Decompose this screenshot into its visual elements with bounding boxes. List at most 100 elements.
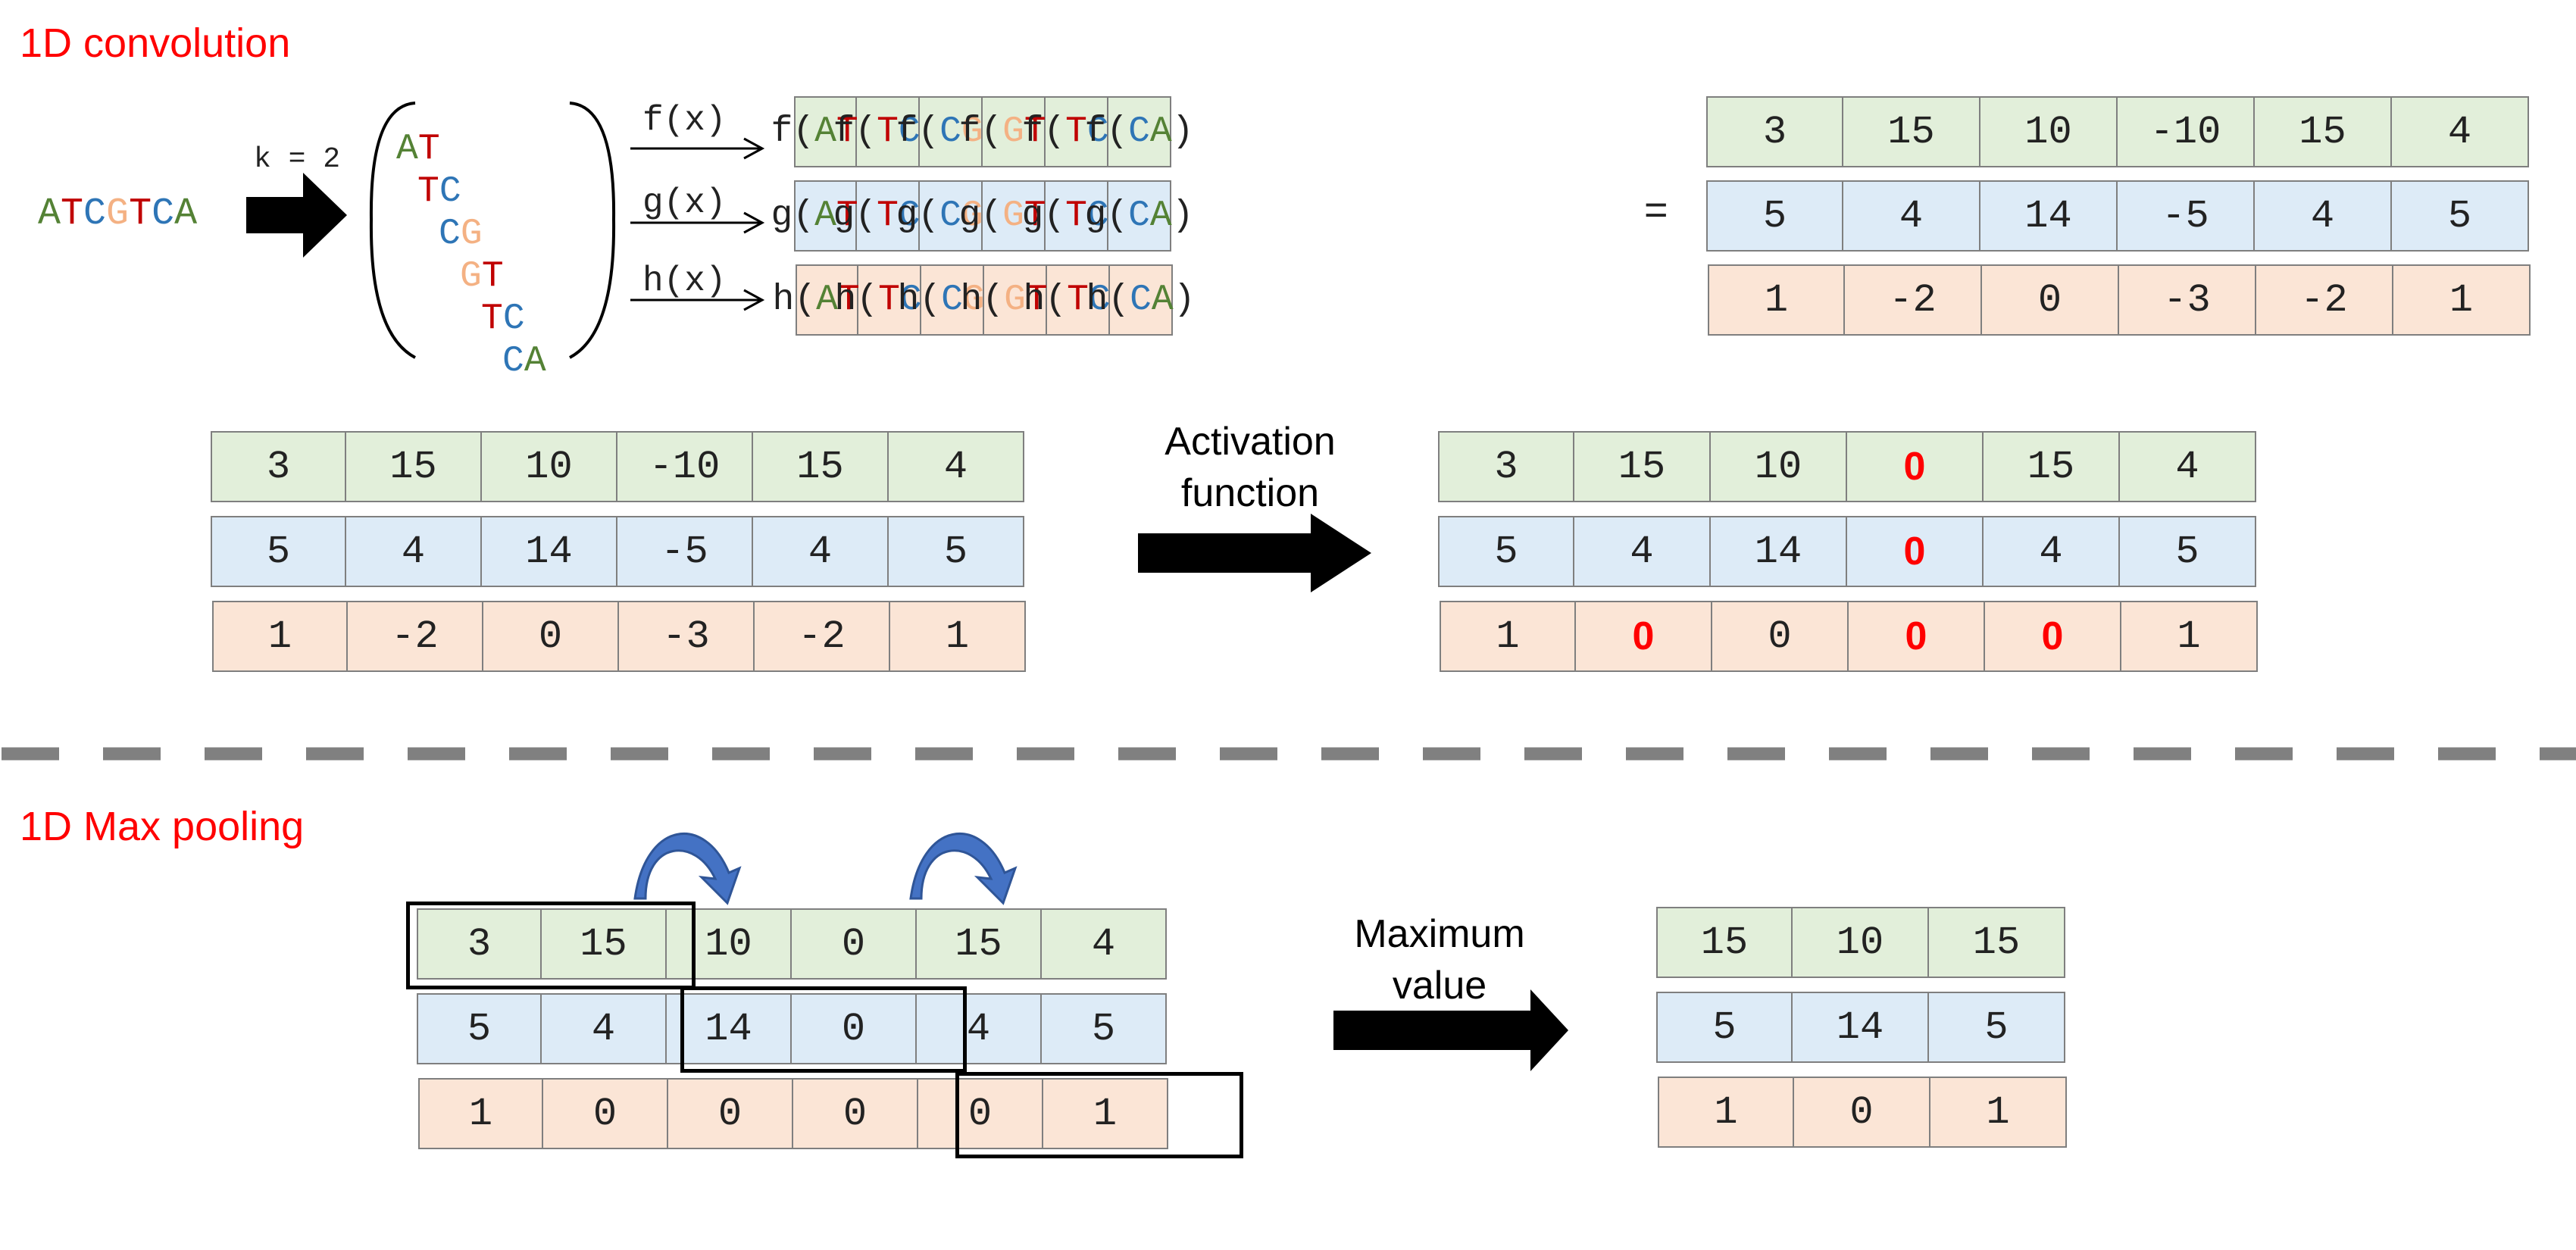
nucleotide: C — [941, 280, 963, 320]
pooling-input-table-cell: 5 — [1042, 993, 1167, 1064]
activation-output-table-cell: 15 — [1574, 431, 1711, 502]
conv-output-table-cell: 5 — [1706, 180, 1843, 252]
pooling-output-table-cell: 14 — [1793, 992, 1929, 1063]
filter-application: h(CA) — [1086, 280, 1196, 320]
pooling-input-table-cell: 0 — [793, 1078, 918, 1149]
activation-input-table-cell: -2 — [755, 601, 890, 672]
activation-input-table-cell: 4 — [753, 516, 889, 587]
activation-output-table-cell: 0 — [1712, 601, 1849, 672]
pooling-label-line1: Maximum — [1354, 912, 1525, 956]
nucleotide: A — [816, 280, 838, 320]
filter-table-row: h(AT)h(TC)h(CG)h(GT)h(TC)h(CA) — [772, 264, 1196, 336]
pooling-output-table-cell: 5 — [1656, 992, 1793, 1063]
pooling-output-table-cell: 1 — [1658, 1077, 1794, 1148]
nucleotide: T — [1067, 280, 1089, 320]
nucleotide: G — [961, 111, 983, 152]
section-title-max-pooling: 1D Max pooling — [20, 804, 305, 849]
pooling-input-table-cell: 0 — [918, 1078, 1043, 1149]
conv-output-table-cell: 15 — [1843, 96, 1980, 167]
activation-output-table-cell: 1 — [1440, 601, 1576, 672]
activation-input-table-cell: 5 — [889, 516, 1024, 587]
nucleotide: C — [152, 192, 175, 236]
kmer: CA — [502, 341, 546, 382]
nucleotide: T — [1024, 111, 1046, 152]
conv-output-table-cell: 4 — [1843, 180, 1980, 252]
activation-arrow — [1138, 514, 1371, 592]
activation-input-table-cell: 3 — [211, 431, 346, 502]
activation-output-table-cell: 5 — [2120, 516, 2256, 587]
nucleotide: C — [439, 214, 461, 255]
activation-input-table-cell: 4 — [889, 431, 1024, 502]
activation-input-table-cell: 15 — [753, 431, 889, 502]
pooling-input-table-cell: 3 — [417, 908, 542, 980]
nucleotide: T — [878, 280, 900, 320]
activation-input-table-cell: -2 — [348, 601, 483, 672]
pooling-output-table-cell: 5 — [1929, 992, 2065, 1063]
activation-input-table-cell: -5 — [617, 516, 753, 587]
activation-output-table-cell: 4 — [2120, 431, 2256, 502]
section-title-convolution: 1D convolution — [20, 20, 291, 66]
conv-output-table-cell: 4 — [2392, 96, 2529, 167]
conv-output-table-cell: 10 — [1980, 96, 2118, 167]
pooling-input-table-cell: 15 — [542, 908, 667, 980]
activation-output-table-cell: 4 — [1574, 516, 1711, 587]
activation-label: Activation function — [1114, 417, 1386, 519]
conv-output-table-cell: 1 — [1708, 264, 1845, 336]
nucleotide: G — [961, 195, 983, 236]
nucleotide: G — [1004, 280, 1026, 320]
nucleotide: T — [481, 298, 503, 339]
filter-table-cell: g(AT) — [771, 180, 880, 252]
nucleotide: T — [837, 280, 860, 320]
dna-sequence: ATCGTCA — [38, 195, 197, 233]
nucleotide: T — [1025, 280, 1048, 320]
filter-application: f(CA) — [1084, 111, 1194, 152]
conv-output-table-cell: -2 — [2256, 264, 2393, 336]
conv-output-table-cell: -5 — [2118, 180, 2255, 252]
pooling-input-table-cell: 15 — [917, 908, 1042, 980]
kmer-size-label: k = 2 — [254, 143, 341, 176]
nucleotide: A — [174, 192, 198, 236]
conv-output-table-cell: 3 — [1706, 96, 1843, 167]
conv-output-table-cell: 4 — [2255, 180, 2392, 252]
pooling-output-table-cell: 15 — [1929, 907, 2065, 978]
pooling-input-table-cell: 0 — [668, 1078, 793, 1149]
activation-input-table-cell: 14 — [482, 516, 617, 587]
pooling-input-table-cell: 4 — [1042, 908, 1167, 980]
pooling-output-table-cell: 15 — [1656, 907, 1793, 978]
nucleotide: A — [1149, 195, 1172, 236]
nucleotide: T — [1065, 195, 1087, 236]
filter-label-g: g(x) — [642, 183, 727, 223]
left-paren — [369, 102, 416, 359]
activation-output-table-cell: 4 — [1984, 516, 2120, 587]
pooling-input-table-cell: 0 — [543, 1078, 668, 1149]
pooling-input-table-cell: 0 — [792, 908, 917, 980]
nucleotide: A — [524, 341, 546, 382]
conv-output-table-cell: 0 — [1982, 264, 2119, 336]
filter-label-h: h(x) — [642, 261, 727, 301]
nucleotide: C — [898, 195, 921, 236]
filter-table-row: g(AT)g(TC)g(CG)g(GT)g(TC)g(CA) — [771, 180, 1194, 252]
nucleotide: G — [1002, 195, 1024, 236]
nucleotide: C — [1086, 195, 1109, 236]
pooling-label: Maximum value — [1303, 909, 1576, 1011]
nucleotide: T — [877, 111, 899, 152]
nucleotide: C — [899, 280, 922, 320]
activation-input-table-cell: 1 — [890, 601, 1026, 672]
pooling-input-table-cell: 1 — [418, 1078, 543, 1149]
activation-output-table-cell: 0 — [1576, 601, 1712, 672]
pooling-input-table-cell: 14 — [667, 993, 792, 1064]
kmer: GT — [460, 256, 504, 297]
pooling-input-table-cell: 4 — [917, 993, 1042, 1064]
